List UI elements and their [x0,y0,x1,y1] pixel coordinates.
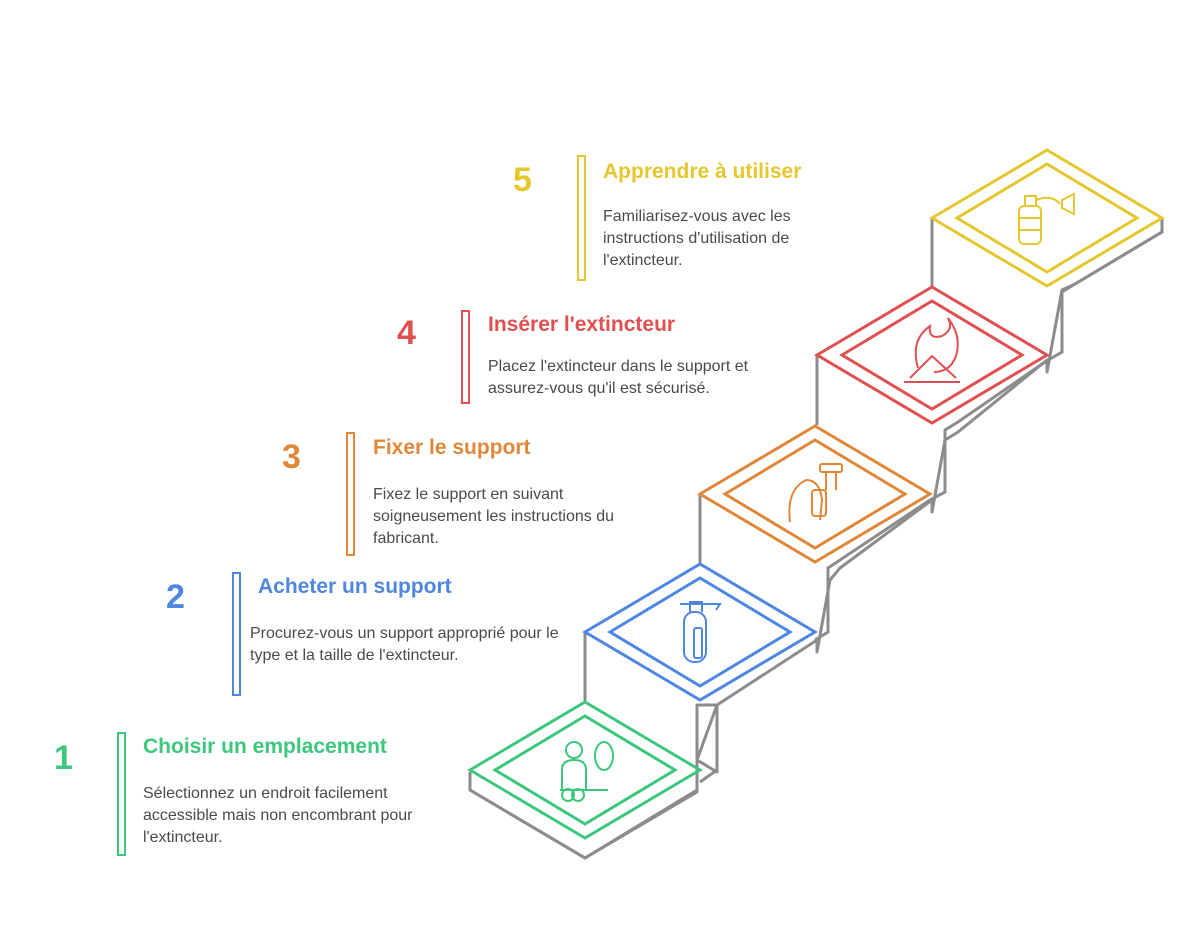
step-2-title: Acheter un support [258,575,452,598]
stair-side-2 [699,705,719,784]
step-3-title: Fixer le support [373,436,531,459]
step-2-description: Procurez-vous un support approprié pour … [250,625,559,664]
step-2-bar [232,572,241,696]
extinguisher-spray-icon [1018,192,1075,245]
step-1-description: Sélectionnez un endroit facilement acces… [143,785,413,846]
step-5-number: 5 [513,161,532,199]
step-3-bar [346,432,355,556]
step-4-bar [461,310,470,404]
fire-hand-icon [904,317,960,383]
step-1-bar [117,732,126,856]
step-4-description: Placez l'extincteur dans le support et a… [488,358,749,397]
step-platform-5 [929,148,1165,288]
stair-side-4 [929,360,1046,502]
stair-side-3 [814,498,931,642]
step-platform-4 [814,285,1050,425]
mounting-hand-icon [788,463,843,523]
step-1-title: Choisir un emplacement [143,735,387,758]
step-platform-1 [467,700,703,840]
step-2-number: 2 [166,578,185,616]
stair-outline [468,218,1164,860]
step-platform-2 [582,562,818,702]
step-3-description: Fixez le support en suivant soigneusemen… [373,486,615,547]
step-4-title: Insérer l'extincteur [488,313,676,336]
extinguisher-icon [680,601,722,663]
stair-side-5 [1044,218,1164,364]
step-platform-3 [697,424,933,564]
step-4-number: 4 [397,314,416,352]
step-5-title: Apprendre à utiliser [603,160,802,183]
person-mirror-icon [560,741,614,802]
stair-riser-1 [468,772,699,860]
step-1-number: 1 [54,739,73,777]
step-3-number: 3 [282,438,301,476]
step-5-description: Familiarisez-vous avec les instructions … [603,208,791,269]
step-5-bar [577,155,586,281]
